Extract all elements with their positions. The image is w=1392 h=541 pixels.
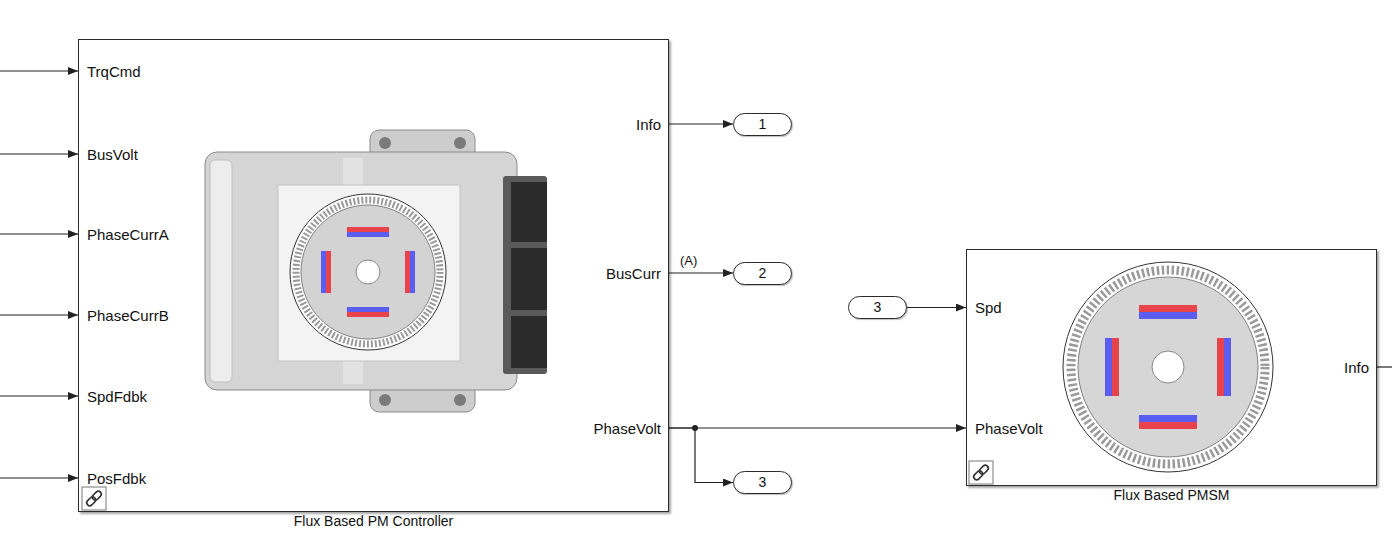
magnet-pole bbox=[347, 227, 389, 232]
signal-line bbox=[669, 272, 733, 273]
motor-outline bbox=[1063, 262, 1273, 472]
rotor-disk bbox=[1078, 277, 1258, 457]
signal-line bbox=[669, 428, 733, 483]
port-number: 3 bbox=[759, 474, 767, 490]
chain-symbol bbox=[86, 490, 103, 507]
mount-hole bbox=[379, 137, 391, 149]
port-label: PhaseVolt bbox=[593, 420, 661, 437]
magnet-pole bbox=[1224, 338, 1231, 396]
link-icon bbox=[82, 487, 106, 510]
port-number: 3 bbox=[874, 299, 882, 315]
junction-dot bbox=[692, 425, 698, 431]
signal-wire bbox=[0, 477, 78, 478]
input-wires bbox=[0, 71, 1392, 478]
magnet-pole bbox=[347, 232, 389, 237]
port-label: BusVolt bbox=[87, 146, 138, 163]
block-title: Flux Based PM Controller bbox=[294, 513, 454, 529]
magnet-pole bbox=[1139, 422, 1197, 429]
magnet-pole bbox=[410, 251, 415, 293]
signal-wire bbox=[0, 70, 78, 71]
port-label: PhaseVolt bbox=[975, 420, 1043, 437]
signal-line bbox=[669, 427, 966, 428]
port-label: BusCurr bbox=[606, 265, 661, 282]
port-label: Spd bbox=[975, 299, 1002, 316]
chain-symbol bbox=[973, 464, 990, 481]
rotor-disk bbox=[301, 205, 435, 339]
mount-hole bbox=[454, 137, 466, 149]
ecu-panel bbox=[278, 185, 460, 361]
signal-wire bbox=[0, 395, 78, 396]
from-block: 3 bbox=[848, 296, 907, 319]
block-title: Flux Based PMSM bbox=[1114, 487, 1230, 503]
outport-block: 3 bbox=[733, 471, 792, 494]
rotor-hole bbox=[1152, 351, 1184, 383]
signal-wire bbox=[1377, 366, 1392, 367]
outport-block: 2 bbox=[733, 262, 792, 285]
magnet-pole bbox=[326, 251, 331, 293]
ecu-connector bbox=[503, 176, 547, 374]
connector-pin-block bbox=[511, 182, 547, 242]
magnet-pole bbox=[1139, 415, 1197, 422]
signal-line bbox=[907, 307, 966, 308]
link-icon bbox=[969, 461, 993, 484]
signal-unit-label: (A) bbox=[678, 254, 699, 269]
port-label: TrqCmd bbox=[87, 63, 141, 80]
rotor-hole bbox=[356, 260, 380, 284]
port-label: PosFdbk bbox=[87, 470, 146, 487]
magnet-pole bbox=[1139, 312, 1197, 319]
ecu-illustration bbox=[205, 130, 547, 412]
signal-wire bbox=[0, 153, 78, 154]
port-label: PhaseCurrA bbox=[87, 226, 169, 243]
signal-line bbox=[669, 123, 733, 124]
outport-block: 1 bbox=[733, 113, 792, 136]
signal-wire bbox=[0, 233, 78, 234]
port-number: 2 bbox=[759, 265, 767, 281]
magnet-pole bbox=[405, 251, 410, 293]
housing-strip bbox=[210, 160, 232, 382]
magnet-pole bbox=[347, 307, 389, 312]
port-label: Info bbox=[1344, 359, 1369, 376]
port-label: SpdFdbk bbox=[87, 388, 147, 405]
magnet-pole bbox=[1217, 338, 1224, 396]
chain-link bbox=[978, 464, 989, 475]
magnet-pole bbox=[1112, 338, 1119, 396]
port-label: Info bbox=[636, 116, 661, 133]
link-icon-frame bbox=[969, 461, 993, 484]
motor-illustration bbox=[1063, 262, 1273, 472]
mount-hole bbox=[454, 394, 466, 406]
port-number: 1 bbox=[759, 116, 767, 132]
ecu-housing bbox=[205, 152, 517, 390]
connector-pin-block bbox=[511, 316, 547, 368]
stator-ring bbox=[1071, 270, 1265, 464]
signal-wire bbox=[0, 314, 78, 315]
subsystem-block: SpdPhaseVoltInfoFlux Based PMSM bbox=[966, 249, 1377, 486]
link-icon-frame bbox=[82, 487, 106, 510]
magnet-pole bbox=[321, 251, 326, 293]
magnet-pole bbox=[1105, 338, 1112, 396]
motor-outline bbox=[290, 194, 446, 350]
magnet-pole bbox=[347, 312, 389, 317]
mount-hole bbox=[379, 394, 391, 406]
subsystem-block: TrqCmdBusVoltPhaseCurrA PhaseCurrB SpdFdbk… bbox=[78, 39, 669, 512]
port-label: PhaseCurrB bbox=[87, 307, 169, 324]
chain-link bbox=[973, 470, 984, 481]
stator-ring bbox=[296, 200, 440, 344]
connector-pin-block bbox=[511, 248, 547, 310]
chain-link bbox=[91, 490, 102, 501]
chain-link bbox=[86, 496, 97, 507]
magnet-pole bbox=[1139, 305, 1197, 312]
